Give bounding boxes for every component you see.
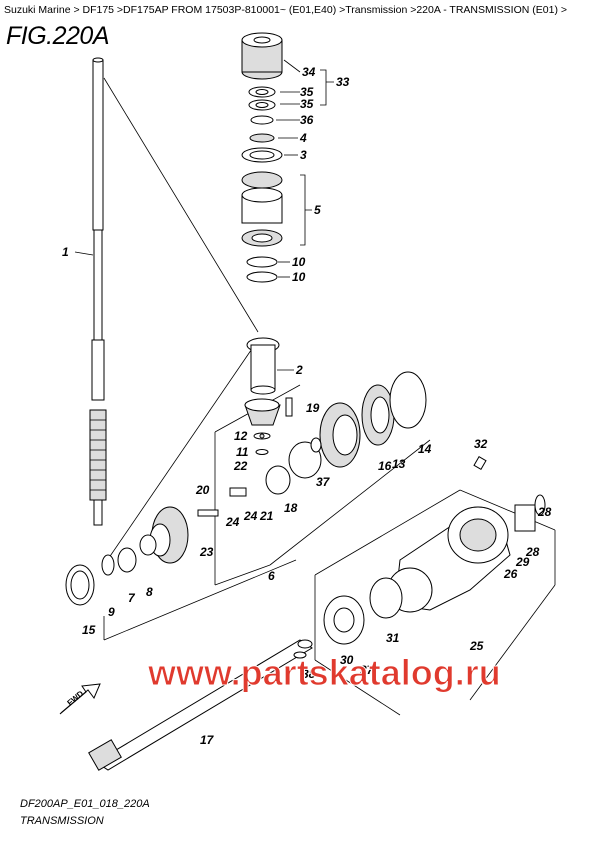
callout-29: 29 [515,555,530,569]
pinion-gear-group [244,397,293,455]
part-1-drive-shaft [89,57,107,526]
callout-labels: 1 2 3 4 5 6 7 8 9 10 10 11 12 13 14 15 1… [62,65,552,747]
callout-15: 15 [82,623,96,637]
forward-gear-group [197,371,427,517]
callout-34: 34 [302,65,316,79]
callout-10b: 10 [292,270,306,284]
footer-diagram-name: TRANSMISSION [20,815,104,827]
figure-title: FIG.220A [6,22,110,50]
callout-27: 27 [359,663,375,677]
callout-19: 19 [306,401,320,415]
callout-33: 33 [336,75,350,89]
callout-8: 8 [146,585,153,599]
callout-3: 3 [300,148,307,162]
callout-28a: 28 [537,505,552,519]
callout-24a: 24 [225,515,240,529]
callout-2: 2 [295,363,303,377]
reverse-gear-group [65,506,189,606]
callout-26: 26 [503,567,518,581]
callout-35a: 35 [300,85,314,99]
callout-23: 23 [199,545,214,559]
part-17-propeller-shaft [88,639,313,771]
callout-10a: 10 [292,255,306,269]
callout-35b: 35 [300,97,314,111]
callout-11: 11 [236,445,249,459]
callout-30: 30 [340,653,354,667]
callout-12: 12 [234,429,248,443]
callout-24b: 24 [243,509,258,523]
callout-13: 13 [392,457,406,471]
fwd-label: FWD [66,689,86,708]
upper-bearing-stack [241,32,283,283]
part-2-sleeve [246,337,280,395]
callout-38: 38 [302,667,316,681]
watermark: www.partskatalog.ru [148,652,502,694]
callout-25: 25 [469,639,484,653]
callout-1: 1 [62,245,69,259]
callout-32: 32 [474,437,488,451]
callout-22: 22 [233,459,248,473]
callout-4: 4 [299,131,307,145]
callout-21: 21 [259,509,274,523]
leader-lines [97,77,556,716]
callout-5: 5 [314,203,321,217]
callout-36: 36 [300,113,314,127]
callout-9: 9 [108,605,115,619]
footer-diagram-code: DF200AP_E01_018_220A [20,798,150,810]
callout-37: 37 [316,475,331,489]
callout-18: 18 [284,501,298,515]
part-25-housing [323,455,546,645]
callout-20: 20 [195,483,210,497]
callout-7: 7 [128,591,136,605]
callout-16: 16 [378,459,392,473]
callout-leaders [74,59,334,371]
fwd-arrow-icon: FWD [59,683,101,715]
callout-28b: 28 [525,545,540,559]
callout-14: 14 [418,442,432,456]
callout-31: 31 [386,631,400,645]
breadcrumb[interactable]: Suzuki Marine > DF175 >DF175AP FROM 1750… [4,4,567,16]
callout-6: 6 [268,569,275,583]
callout-17: 17 [200,733,215,747]
